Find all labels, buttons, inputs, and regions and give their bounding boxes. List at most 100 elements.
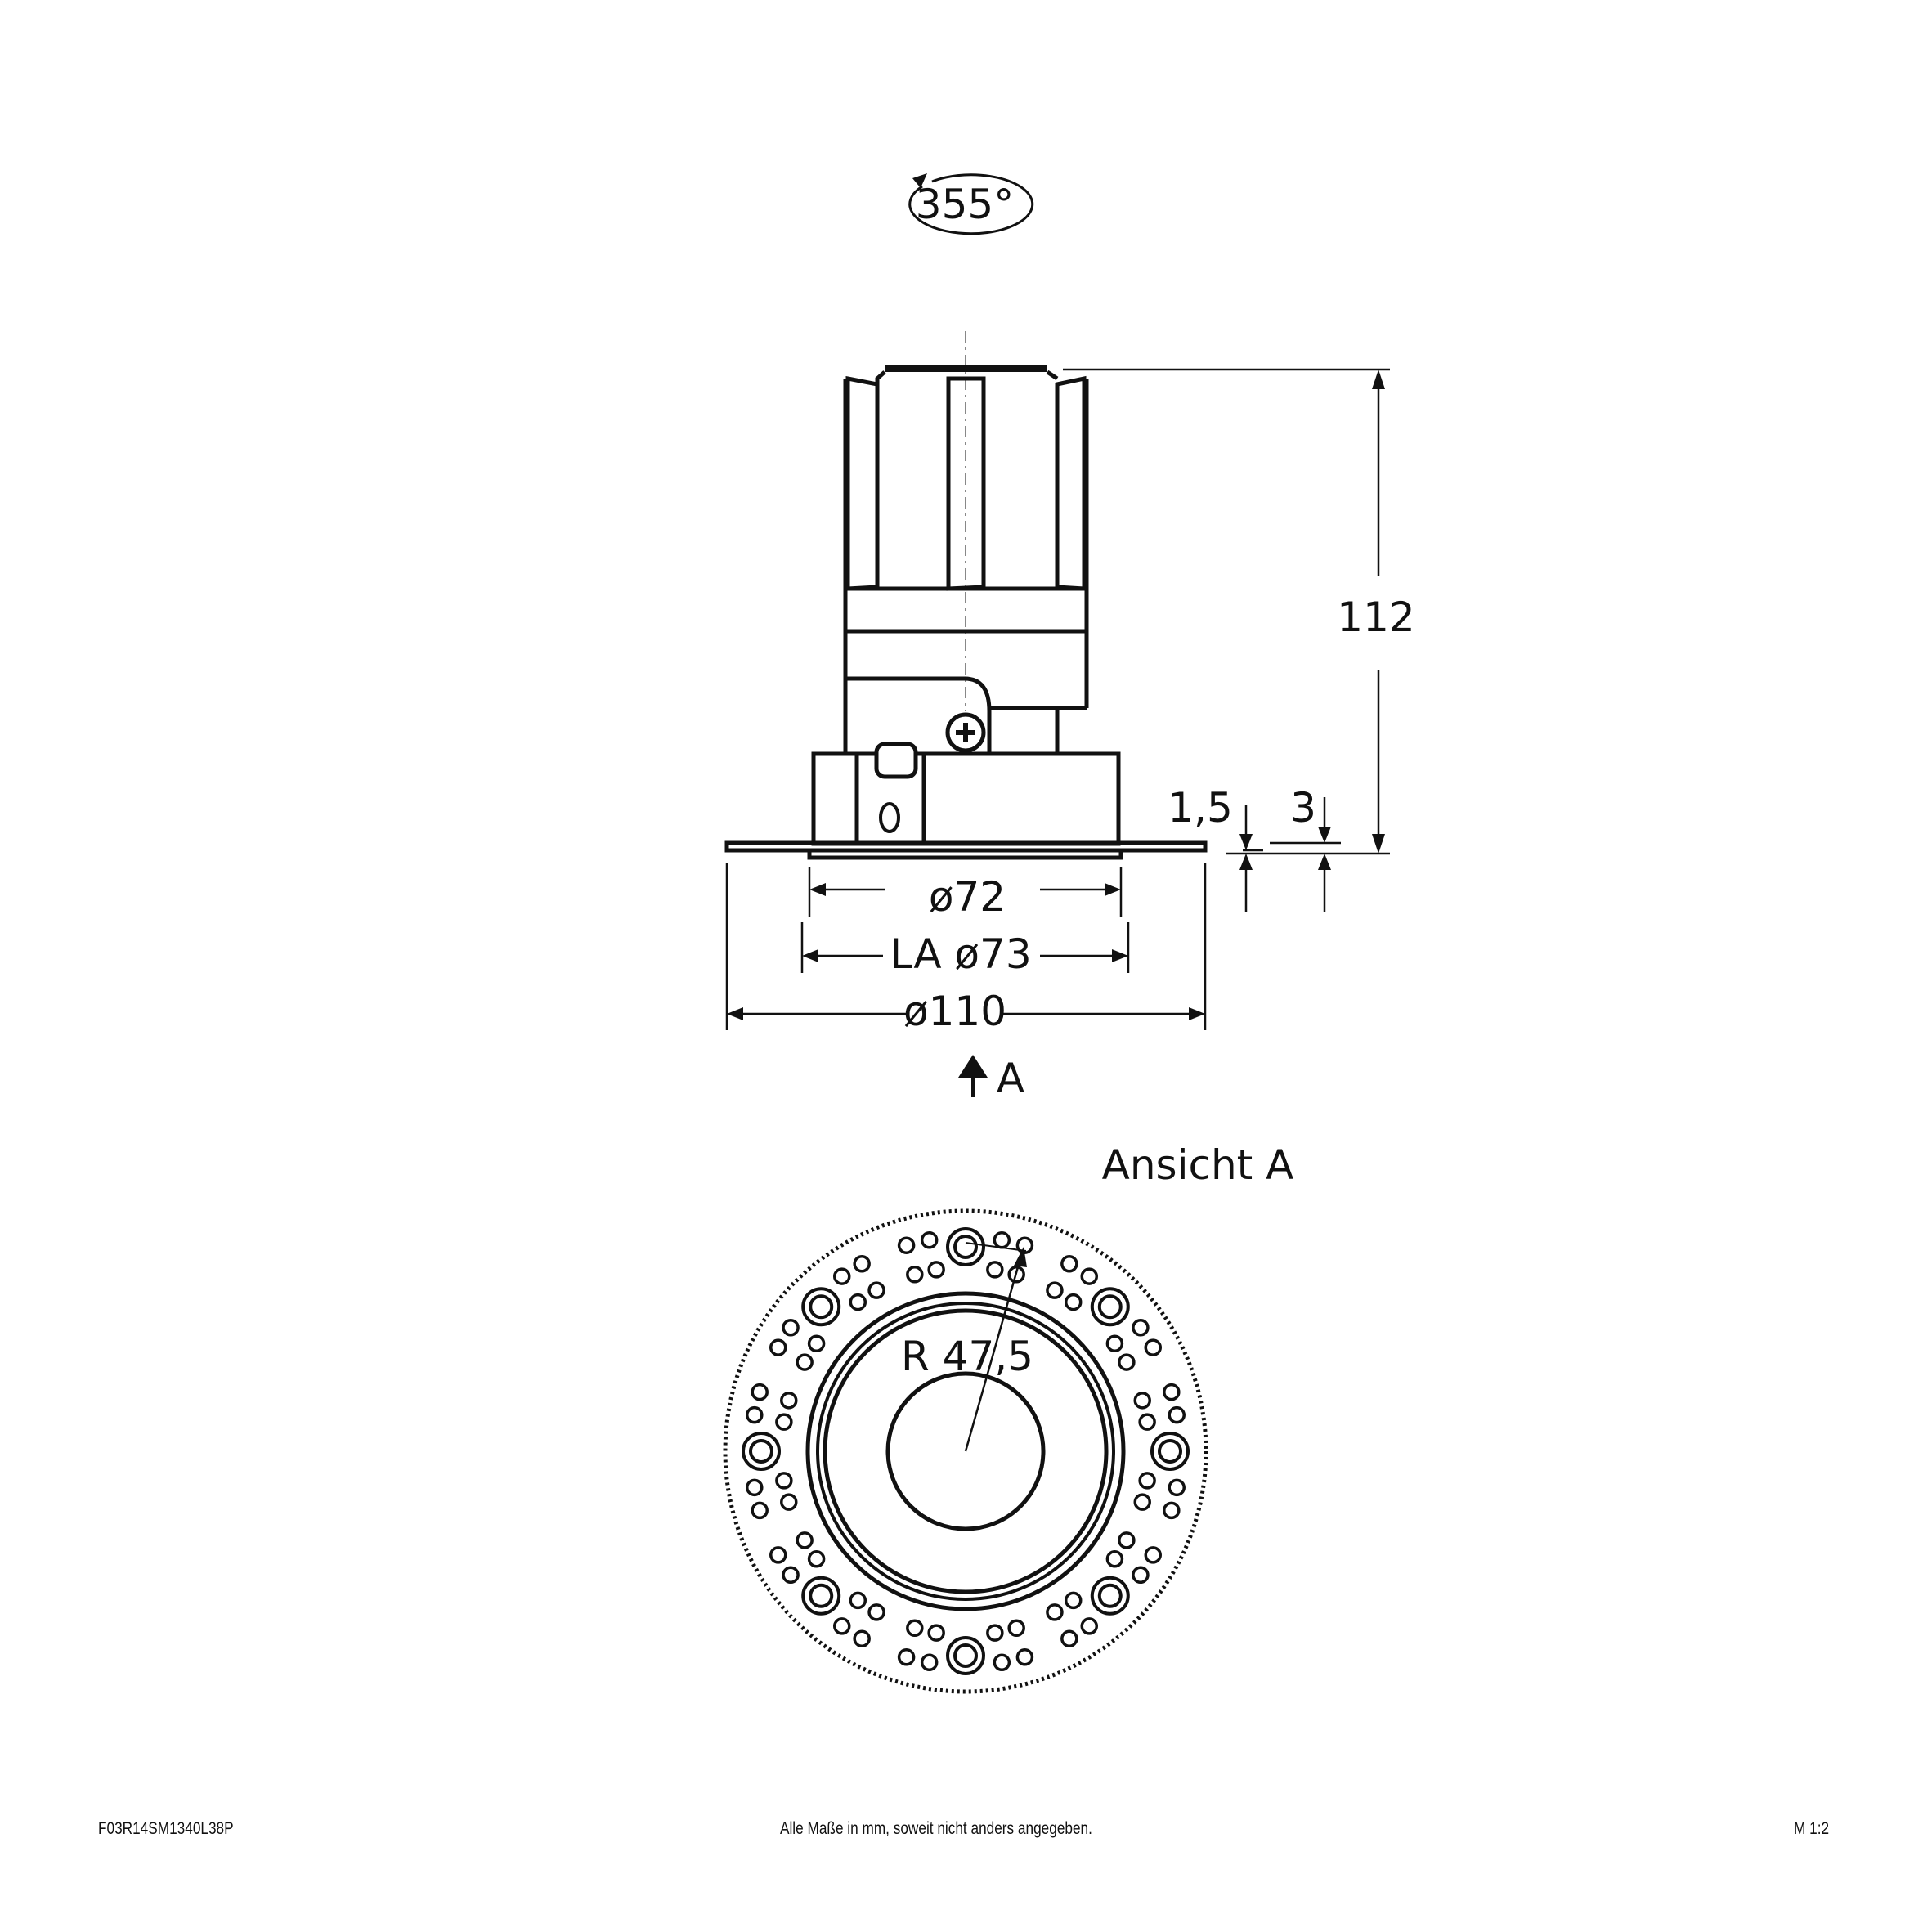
- vent-hole: [1007, 1619, 1025, 1637]
- mounting-hole-inner: [809, 1583, 834, 1608]
- mounting-hole-inner: [1097, 1583, 1123, 1608]
- vent-hole: [906, 1266, 924, 1284]
- vent-hole: [1080, 1617, 1098, 1635]
- bezel-thickness-dimension: 3: [1290, 784, 1316, 832]
- vent-hole: [769, 1546, 787, 1564]
- bezel-diameter-dimension: ø72: [929, 873, 1006, 921]
- cutout-diameter-dimension: LA ø73: [890, 930, 1031, 978]
- mounting-hole: [801, 1576, 841, 1616]
- view-title: Ansicht A: [1102, 1141, 1294, 1189]
- vent-hole: [1138, 1413, 1156, 1431]
- vent-hole: [796, 1353, 814, 1371]
- vent-hole: [1132, 1566, 1150, 1584]
- vent-hole: [833, 1267, 851, 1285]
- vent-hole: [986, 1261, 1004, 1279]
- vent-hole: [1064, 1293, 1083, 1311]
- vent-hole: [1064, 1591, 1083, 1610]
- vent-hole: [920, 1231, 939, 1249]
- vent-hole: [867, 1281, 885, 1299]
- vent-hole: [986, 1624, 1004, 1642]
- vent-hole: [993, 1653, 1011, 1671]
- arrowheads: [727, 370, 1385, 1078]
- mounting-hole: [1090, 1576, 1130, 1616]
- mounting-hole: [946, 1227, 985, 1266]
- vent-hole: [1105, 1549, 1124, 1568]
- vent-hole: [1046, 1603, 1064, 1621]
- vent-hole: [780, 1392, 798, 1410]
- vent-hole: [751, 1501, 769, 1520]
- height-dimension: 112: [1337, 594, 1414, 641]
- radius-dimension: R 47,5: [901, 1333, 1033, 1380]
- vent-hole: [751, 1383, 769, 1401]
- vent-hole: [849, 1293, 867, 1311]
- vent-hole: [1118, 1353, 1136, 1371]
- view-arrow-icon: [958, 1055, 988, 1078]
- vent-hole: [775, 1472, 793, 1490]
- fin-left: [845, 375, 880, 591]
- vent-hole: [775, 1413, 793, 1431]
- mounting-hole-inner: [953, 1643, 978, 1668]
- mounting-hole: [1090, 1287, 1130, 1327]
- article-code: F03R14SM1340L38P: [98, 1819, 234, 1838]
- vent-hole: [780, 1493, 798, 1511]
- view-marker: A: [997, 1055, 1024, 1102]
- vent-hole: [927, 1624, 945, 1642]
- dimension-note: Alle Maße in mm, soweit nicht anders ang…: [780, 1819, 1092, 1838]
- rotation-icon: [908, 173, 1034, 235]
- mounting-hole: [742, 1432, 781, 1471]
- vent-hole: [993, 1231, 1011, 1249]
- fin-right: [1055, 375, 1087, 591]
- bezel: [807, 848, 1123, 860]
- vent-hole: [1015, 1648, 1034, 1666]
- vent-hole: [867, 1603, 885, 1621]
- clip: [874, 742, 918, 779]
- base-housing: [811, 751, 1121, 846]
- vent-hole: [853, 1255, 871, 1273]
- vent-hole: [853, 1629, 871, 1647]
- vent-hole: [927, 1261, 945, 1279]
- vent-hole: [1133, 1493, 1151, 1511]
- vent-hole: [1015, 1236, 1034, 1254]
- vent-hole: [1060, 1629, 1078, 1647]
- vent-hole: [796, 1531, 814, 1549]
- vent-hole: [1168, 1405, 1186, 1424]
- vent-hole: [1144, 1546, 1162, 1564]
- dimension-lines: [725, 368, 1390, 1097]
- side-view: [724, 365, 1208, 860]
- rotation-label: 355°: [916, 181, 1014, 228]
- bottom-view: [723, 1208, 1208, 1694]
- mounting-hole-inner: [1097, 1294, 1123, 1320]
- screw-icon: [945, 712, 986, 753]
- vent-hole: [1046, 1281, 1064, 1299]
- vent-hole: [920, 1653, 939, 1671]
- vent-hole: [1007, 1266, 1025, 1284]
- vent-hole: [807, 1334, 826, 1353]
- vent-hole: [1118, 1531, 1136, 1549]
- vent-hole: [1163, 1383, 1181, 1401]
- vent-hole: [1163, 1501, 1181, 1520]
- outer-diameter-dimension: ø110: [903, 988, 1006, 1035]
- vent-hole: [897, 1236, 916, 1254]
- flange-thickness-dimension: 1,5: [1168, 784, 1233, 832]
- mounting-hole: [801, 1287, 841, 1327]
- outer-rim: [723, 1208, 1208, 1694]
- scale-label: M 1:2: [1794, 1819, 1830, 1838]
- vent-hole: [1060, 1255, 1078, 1273]
- mounting-hole: [1150, 1432, 1190, 1471]
- mounting-hole-inner: [953, 1235, 978, 1259]
- vent-hole: [1144, 1338, 1162, 1356]
- vent-hole: [1132, 1319, 1150, 1337]
- vent-hole: [897, 1648, 916, 1666]
- vent-hole: [782, 1566, 800, 1584]
- vent-hole: [782, 1319, 800, 1337]
- vent-hole: [906, 1619, 924, 1637]
- vent-hole: [807, 1549, 826, 1568]
- top-cap: [885, 365, 1047, 372]
- lens: [885, 1371, 1046, 1531]
- vent-hole: [1138, 1472, 1156, 1490]
- mounting-hole-inner: [749, 1439, 773, 1464]
- vent-hole: [833, 1617, 851, 1635]
- vent-hole: [1080, 1267, 1098, 1285]
- mounting-hole-inner: [1158, 1439, 1182, 1464]
- mounting-hole: [946, 1636, 985, 1675]
